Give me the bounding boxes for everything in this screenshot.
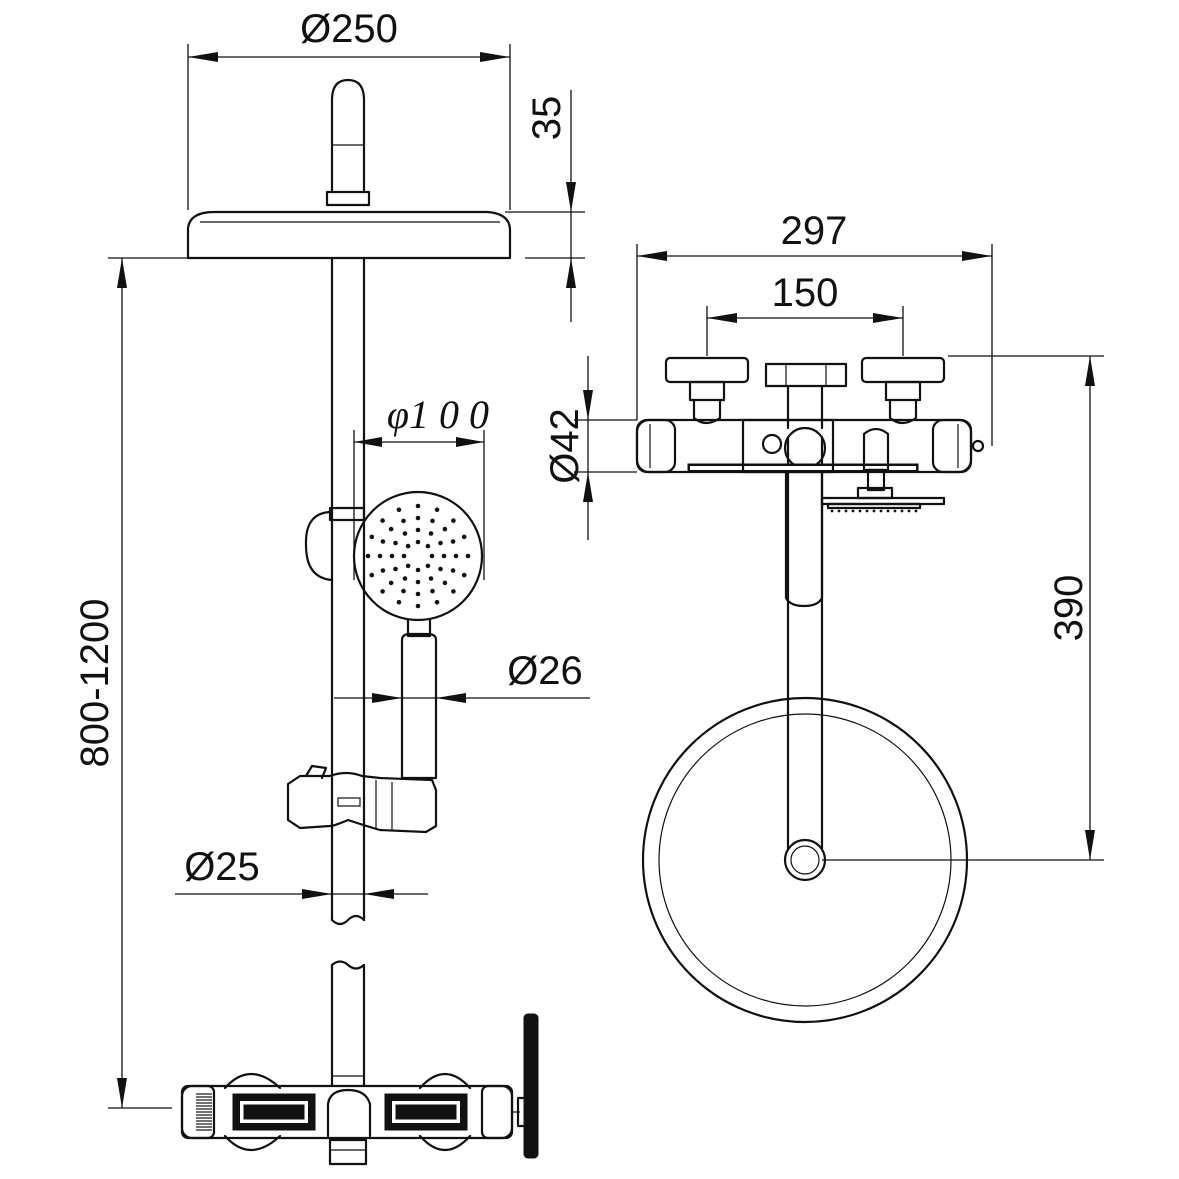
- nozzle-dot: [369, 534, 375, 540]
- handshower-handle: [400, 632, 438, 780]
- top-view-dimensions: 297 150 Ø42 390: [543, 209, 1104, 861]
- nozzle-dot: [428, 576, 434, 581]
- nozzle-dot: [401, 553, 407, 559]
- rain-head: [186, 210, 512, 260]
- nozzle-dot: [415, 567, 421, 573]
- nozzle-dot: [415, 539, 421, 545]
- nozzle-dot: [389, 553, 395, 559]
- plate-nozzle-dot: [900, 509, 904, 513]
- side-view-dimensions: Ø250 35 800-1200 φ1 0 0 Ø26 Ø25: [73, 7, 590, 1109]
- nozzle-dot: [430, 518, 435, 524]
- nozzle-dot: [425, 563, 431, 569]
- nozzle-dot: [405, 543, 411, 549]
- nozzle-dot: [415, 603, 421, 609]
- nozzle-dot: [442, 526, 448, 532]
- centers-label: 150: [772, 271, 839, 315]
- nozzle-dot: [430, 588, 435, 594]
- nozzle-dot: [369, 572, 375, 578]
- plate-nozzle-dot: [830, 509, 834, 513]
- nozzle-dot: [401, 518, 406, 524]
- nozzle-dot: [434, 599, 440, 605]
- handshower-head: [352, 490, 484, 622]
- nozzle-dot: [434, 507, 440, 513]
- nozzle-dot: [465, 553, 471, 559]
- nozzle-dot: [429, 553, 435, 559]
- nozzle-dot: [388, 580, 394, 586]
- valve-body-top: [635, 418, 985, 492]
- nozzle-dot: [453, 553, 459, 559]
- nozzle-dot: [393, 566, 398, 572]
- upper-bracket: [304, 510, 334, 582]
- nozzle-dot: [415, 515, 421, 521]
- arm-collar: [325, 190, 371, 207]
- nozzle-dot: [396, 507, 402, 513]
- handle-diameter-label: Ø26: [507, 649, 583, 693]
- rail-diameter-label: Ø25: [184, 845, 260, 889]
- nozzle-dot: [415, 579, 421, 585]
- plate-nozzle-dot: [858, 509, 862, 513]
- handshower-neck: [406, 618, 432, 638]
- mixer-body-front: [180, 1013, 539, 1166]
- arm-height-label: 35: [525, 96, 569, 141]
- nozzle-dot: [442, 580, 448, 586]
- plate-nozzle-dot: [865, 509, 869, 513]
- nozzle-dot: [461, 572, 467, 578]
- riser-rail-lower: [330, 963, 366, 1087]
- top-view: [635, 356, 985, 1024]
- nozzle-dot: [415, 527, 421, 533]
- nozzle-dot: [380, 518, 385, 523]
- side-view: [180, 78, 539, 1166]
- slide-plate-top: [820, 496, 946, 506]
- body-diameter-label: Ø42: [543, 408, 587, 484]
- nozzle-dot: [450, 568, 456, 573]
- shower-arm: [330, 78, 366, 192]
- nozzle-dot: [377, 553, 383, 559]
- nozzle-dot: [438, 566, 443, 572]
- nozzle-dot: [402, 576, 408, 581]
- nozzle-dot: [425, 543, 431, 549]
- slider-button: [304, 764, 328, 780]
- plate-nozzle-dot: [837, 509, 841, 513]
- nozzle-dot: [438, 540, 443, 546]
- handshower-nozzles: [365, 503, 471, 609]
- plate-nozzle-dot: [914, 509, 918, 513]
- nozzle-dot: [450, 539, 456, 544]
- plate-nozzle-dot: [886, 509, 890, 513]
- projection-label: 390: [1047, 575, 1091, 642]
- nozzle-dot: [365, 553, 371, 559]
- nozzle-dot: [396, 599, 402, 605]
- nozzle-dot: [415, 591, 421, 597]
- wall-connectors-top: [664, 356, 946, 430]
- nozzle-dot: [405, 563, 411, 569]
- nozzle-dot: [401, 588, 406, 594]
- slider-bracket: [286, 771, 438, 834]
- nozzle-dot: [380, 539, 386, 544]
- nozzle-dot: [380, 589, 385, 594]
- nozzle-dot: [380, 568, 386, 573]
- handshower-diameter-label: φ1 0 0: [387, 392, 489, 437]
- nozzle-dot: [441, 553, 447, 559]
- nozzle-dot: [451, 518, 456, 523]
- plate-nozzle-dot: [893, 509, 897, 513]
- overall-width-label: 297: [781, 209, 848, 253]
- plate-nozzle-dot: [907, 509, 911, 513]
- plate-nozzle-dot: [872, 509, 876, 513]
- nozzle-dot: [451, 589, 456, 594]
- plate-nozzle-dot: [844, 509, 848, 513]
- nozzle-dot: [415, 503, 421, 509]
- plate-nozzle-dot: [879, 509, 883, 513]
- nozzle-dot: [461, 534, 467, 540]
- nozzle-dot: [393, 540, 398, 546]
- nozzle-dot: [388, 526, 394, 532]
- riser-arm-top: [786, 436, 824, 850]
- nozzle-dot: [428, 531, 434, 536]
- nozzle-dot: [402, 531, 408, 536]
- total-height-label: 800-1200: [73, 598, 117, 767]
- head-diameter-label: Ø250: [300, 7, 398, 51]
- plate-nozzle-dot: [851, 509, 855, 513]
